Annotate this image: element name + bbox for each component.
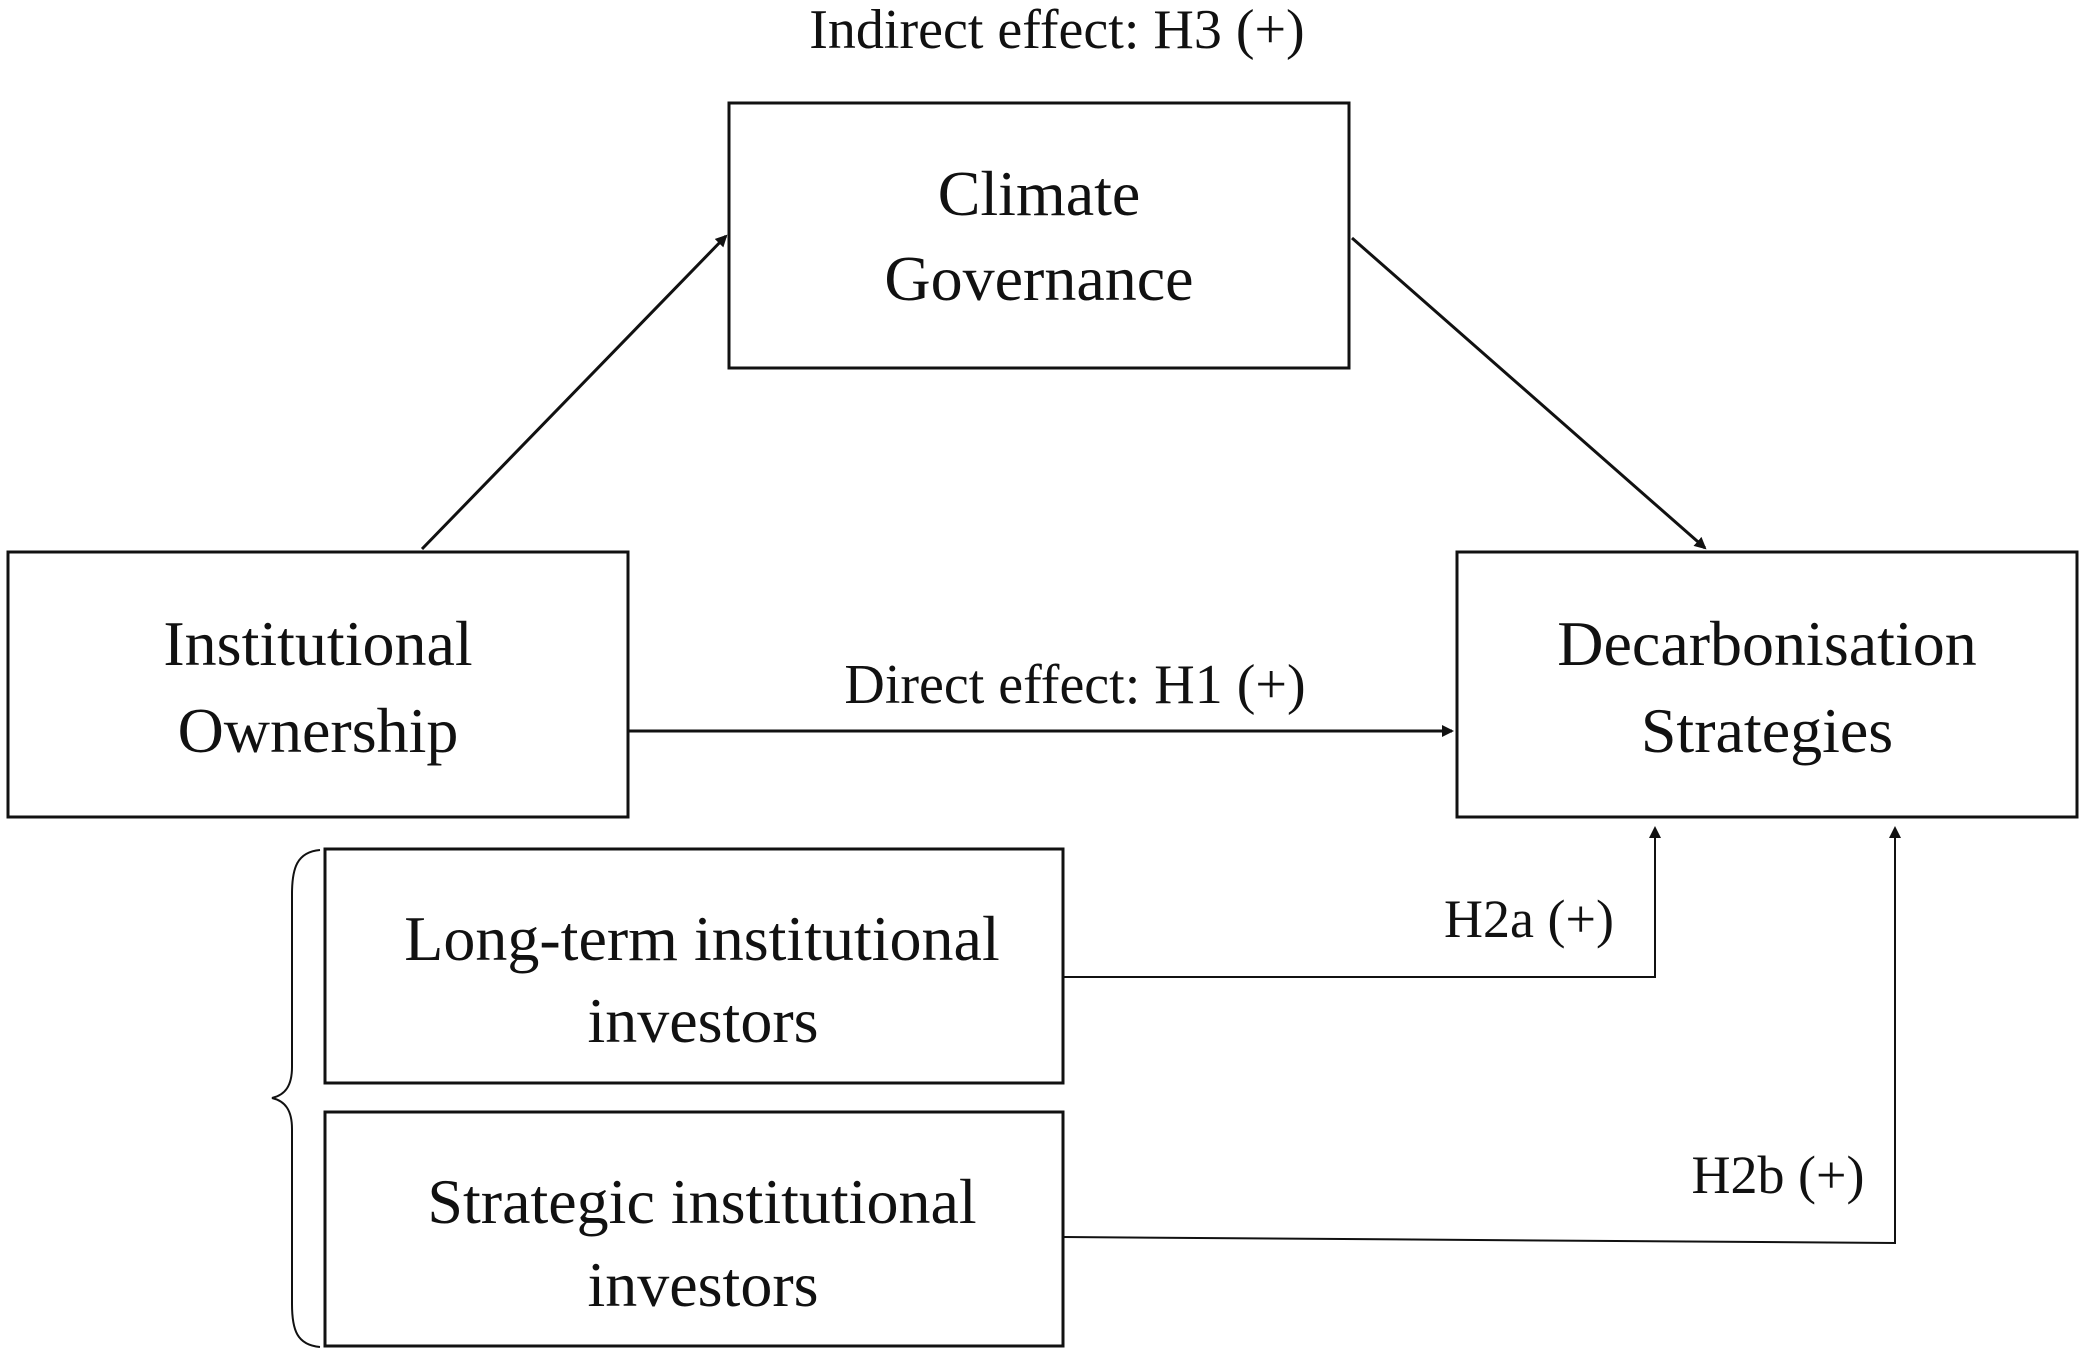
- long-term-investors-line1: Long-term institutional: [404, 903, 999, 974]
- climate-governance-line1: Climate: [938, 158, 1141, 229]
- decarbonisation-strategies-line2: Strategies: [1641, 695, 1893, 766]
- h2a-label: H2a (+): [1444, 889, 1614, 949]
- strategic-investors-line1: Strategic institutional: [427, 1166, 976, 1237]
- h2b-label: H2b (+): [1692, 1145, 1865, 1205]
- institutional-ownership-line1: Institutional: [163, 608, 472, 679]
- climate-governance-line2: Governance: [884, 243, 1193, 314]
- long-term-investors-line2: investors: [587, 985, 818, 1056]
- indirect-effect-label: Indirect effect: H3 (+): [809, 0, 1304, 61]
- arrow-h2a: [1063, 826, 1661, 978]
- strategic-investors-box: Strategic institutional investors: [323, 1110, 1065, 1348]
- investor-group-brace: [271, 849, 321, 1348]
- climate-governance-box: Climate Governance: [727, 101, 1351, 370]
- decarbonisation-strategies-line1: Decarbonisation: [1557, 608, 1976, 679]
- decarbonisation-strategies-box: Decarbonisation Strategies: [1455, 550, 2079, 819]
- arrow-ownership-to-governance: [420, 234, 728, 551]
- direct-effect-label: Direct effect: H1 (+): [844, 654, 1305, 716]
- arrow-h2b: [1062, 826, 1901, 1245]
- arrow-governance-to-decarbonisation: [1351, 236, 1707, 550]
- institutional-ownership-box: Institutional Ownership: [6, 550, 630, 819]
- long-term-investors-box: Long-term institutional investors: [323, 847, 1065, 1085]
- institutional-ownership-line2: Ownership: [178, 695, 459, 766]
- strategic-investors-line2: investors: [587, 1249, 818, 1320]
